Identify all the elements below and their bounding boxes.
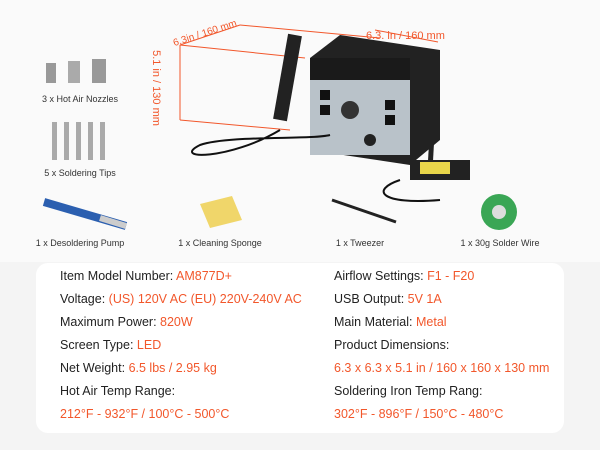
- spec-value: 5V 1A: [407, 292, 442, 306]
- spec-row: USB Output: 5V 1A: [334, 292, 442, 306]
- spec-label: Screen Type:: [60, 338, 137, 352]
- specs-card: [36, 263, 564, 433]
- spec-row: Main Material: Metal: [334, 315, 447, 329]
- spec-row: Soldering Iron Temp Rang:: [334, 384, 482, 398]
- spec-row: Item Model Number: AM877D+: [60, 269, 232, 283]
- spec-label: Voltage:: [60, 292, 109, 306]
- spec-value: AM877D+: [176, 269, 232, 283]
- desoldering-pump-image: [42, 198, 128, 230]
- accessory-label: 1 x 30g Solder Wire: [460, 238, 540, 248]
- height-dimension: 5.1 in / 130 mm: [149, 50, 162, 126]
- spec-value: F1 - F20: [427, 269, 475, 283]
- accessory-label: 1 x Tweezer: [335, 238, 385, 248]
- spec-row: Maximum Power: 820W: [60, 315, 193, 329]
- spec-label: Item Model Number:: [60, 269, 177, 283]
- spec-row: Net Weight: 6.5 lbs / 2.95 kg: [60, 361, 217, 375]
- spec-row: Airflow Settings: F1 - F20: [334, 269, 474, 283]
- spec-value: (US) 120V AC (EU) 220V-240V AC: [108, 292, 302, 306]
- accessory-label: 3 x Hot Air Nozzles: [41, 94, 119, 104]
- spec-label: Product Dimensions:: [334, 338, 450, 352]
- spec-value: 302°F - 896°F / 150°C - 480°C: [334, 407, 504, 421]
- spec-row: 302°F - 896°F / 150°C - 480°C: [334, 407, 503, 421]
- spec-label: Net Weight:: [60, 361, 129, 375]
- soldering-tips-image: [52, 122, 105, 160]
- spec-value: 212°F - 932°F / 100°C - 500°C: [60, 407, 230, 421]
- spec-label: Maximum Power:: [60, 315, 161, 329]
- hot-air-nozzles-image: [46, 59, 106, 83]
- spec-row: Screen Type: LED: [60, 338, 161, 352]
- spec-row: Product Dimensions:: [334, 338, 449, 352]
- spec-label: USB Output:: [334, 292, 408, 306]
- spec-row: 212°F - 932°F / 100°C - 500°C: [60, 407, 229, 421]
- spec-row: Hot Air Temp Range:: [60, 384, 175, 398]
- spec-value: 820W: [160, 315, 193, 329]
- spec-label: Soldering Iron Temp Rang:: [334, 384, 483, 398]
- accessory-label: 1 x Desoldering Pump: [35, 238, 125, 248]
- spec-label: Airflow Settings:: [334, 269, 428, 283]
- spec-label: Main Material:: [334, 315, 416, 329]
- accessory-label: 1 x Cleaning Sponge: [178, 238, 262, 248]
- spec-label: Hot Air Temp Range:: [60, 384, 176, 398]
- solder-wire-image: [481, 194, 517, 230]
- spec-value: 6.5 lbs / 2.95 kg: [128, 361, 217, 375]
- spec-value: Metal: [415, 315, 447, 329]
- cleaning-sponge-image: [200, 196, 242, 228]
- tweezer-image: [331, 198, 397, 224]
- spec-row: 6.3 x 6.3 x 5.1 in / 160 x 160 x 130 mm: [334, 361, 549, 375]
- spec-row: Voltage: (US) 120V AC (EU) 220V-240V AC: [60, 292, 302, 306]
- width-dimension: 6.3. in / 160 mm: [366, 30, 445, 42]
- accessory-label: 5 x Soldering Tips: [44, 168, 116, 178]
- spec-value: LED: [136, 338, 162, 352]
- spec-value: 6.3 x 6.3 x 5.1 in / 160 x 160 x 130 mm: [334, 361, 550, 375]
- soldering-station-image: [179, 24, 470, 202]
